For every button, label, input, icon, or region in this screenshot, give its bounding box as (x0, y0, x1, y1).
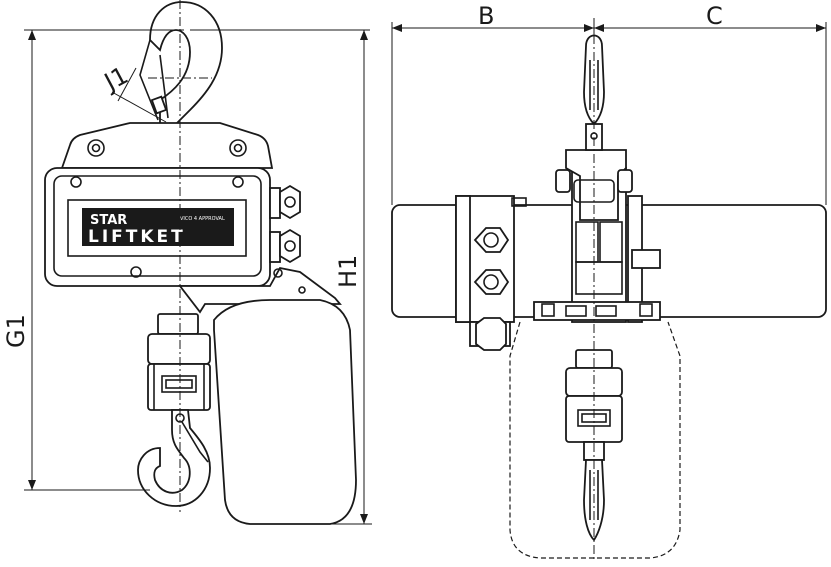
nameplate: STAR VICO 4 APPROVAL LIFTKET (67, 199, 247, 257)
cable-glands-side-view (469, 227, 511, 351)
h1-dimension: H1 (190, 29, 372, 525)
nameplate-brand-main: LIFTKET (88, 227, 186, 247)
bottom-hook (137, 409, 211, 507)
top-bolt-left (87, 139, 105, 157)
nameplate-brand-top: STAR (90, 213, 127, 228)
dim-label-c: C (706, 2, 723, 30)
side-view: B C (391, 2, 827, 560)
dim-label-g1: G1 (2, 314, 30, 348)
top-bolt-right (229, 139, 247, 157)
dim-label-b: B (478, 2, 494, 30)
cable-glands-left-view (269, 184, 301, 264)
bottom-block (147, 313, 211, 411)
hoist-top-frame (60, 122, 274, 169)
g1-dimension: G1 (2, 29, 184, 491)
chain-bag (213, 299, 357, 525)
dim-label-h1: H1 (334, 255, 362, 288)
front-view: J1 STAR VICO 4 APPROVAL LIFTKET (2, 0, 372, 525)
top-hook (139, 1, 223, 126)
dim-label-j1: J1 (98, 61, 133, 97)
chain-container-outline (509, 321, 681, 559)
nameplate-small-text: VICO 4 APPROVAL (180, 216, 225, 222)
bc-dimension: B C (391, 2, 827, 205)
